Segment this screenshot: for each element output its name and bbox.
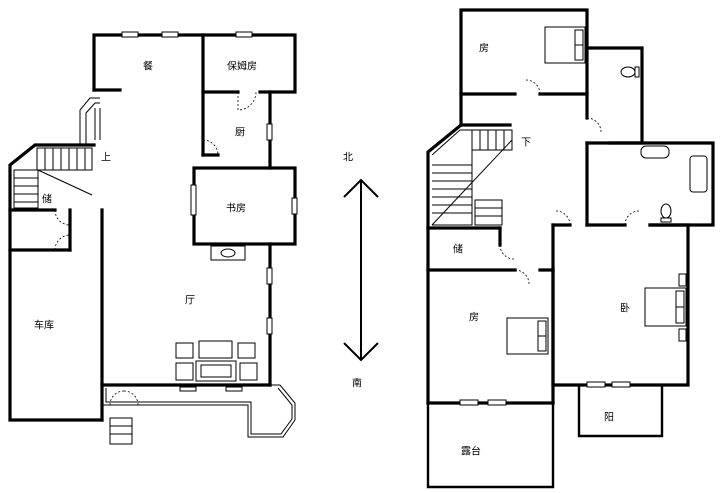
stair-hall-wall [426,122,464,230]
compass-arrow-north [343,178,379,198]
entry-steps [109,417,133,445]
kitchen-window [266,123,273,141]
middle-room-door [514,269,530,285]
dining-window-2 [161,31,179,38]
balcony-window-2 [611,381,631,388]
terrace-window-1 [459,399,479,406]
sofa-set [175,340,258,382]
compass-arrow-south [343,342,379,362]
nanny-door [237,91,257,111]
right-floor-plan: 房 下 储 房 卧 阳 露台 [426,8,715,489]
terrace-wall [426,403,555,489]
garage-label: 车库 [34,319,54,332]
bay-window-inner [105,387,293,435]
bed-top-room [544,26,586,64]
bedroom-wall [551,223,690,387]
wc-wall [585,46,644,145]
dining-window-1 [121,31,139,38]
bay-window [101,384,296,438]
entry-door-right [123,390,139,406]
bed-master [644,273,687,342]
terrace-window-2 [487,399,507,406]
north-label: 北 [343,152,353,164]
study-label: 书房 [226,202,246,215]
bath-basin [640,145,670,159]
left-staircase [13,97,101,209]
toilet-bath [660,203,672,223]
living-window-2 [266,317,273,335]
dining-label: 餐 [143,60,153,73]
kitchen-label: 厨 [235,127,245,139]
storage-door-right [499,244,515,260]
terrace-label: 露台 [461,445,481,458]
bedroom-door [555,210,571,226]
tv-cabinet [210,245,246,261]
garage-door [54,234,71,251]
left-floor-plan: 餐 保姆房 厨 书房 厅 车库 储 上 [8,31,298,445]
compass: 北 南 [343,152,379,390]
bathtub [689,155,708,193]
stairs-down-label: 下 [521,138,531,149]
bay-window-pane-1 [179,386,197,392]
top-room-wall [459,8,589,127]
study-window-left [190,184,197,216]
dining-wall [92,33,297,94]
bay-window-pane-2 [225,386,243,392]
middle-room-label: 房 [469,311,479,324]
entry-door-left [109,390,125,406]
south-label: 南 [352,377,362,390]
nanny-window [235,31,253,38]
kitchen-door [202,139,219,156]
living-label: 厅 [185,296,195,307]
study-window-right [291,197,298,215]
bed-middle-room [506,317,549,355]
storage-door [54,209,71,226]
toilet-wc [620,66,640,78]
balcony-wall [577,385,664,438]
bath-door [624,210,640,226]
nanny-room-label: 保姆房 [227,60,257,73]
bedroom-label: 卧 [620,302,630,315]
storage-label: 储 [42,193,52,206]
balcony-label: 阳 [604,412,614,424]
right-staircase [431,129,513,226]
storage-label-right: 储 [453,243,463,256]
stairs-up-label: 上 [101,152,111,164]
stair-wing-wall [8,143,104,422]
balcony-window-1 [586,381,606,388]
top-room-label: 房 [479,42,489,55]
living-window-1 [266,267,273,285]
top-room-door [525,79,541,95]
wc-door [586,117,602,133]
